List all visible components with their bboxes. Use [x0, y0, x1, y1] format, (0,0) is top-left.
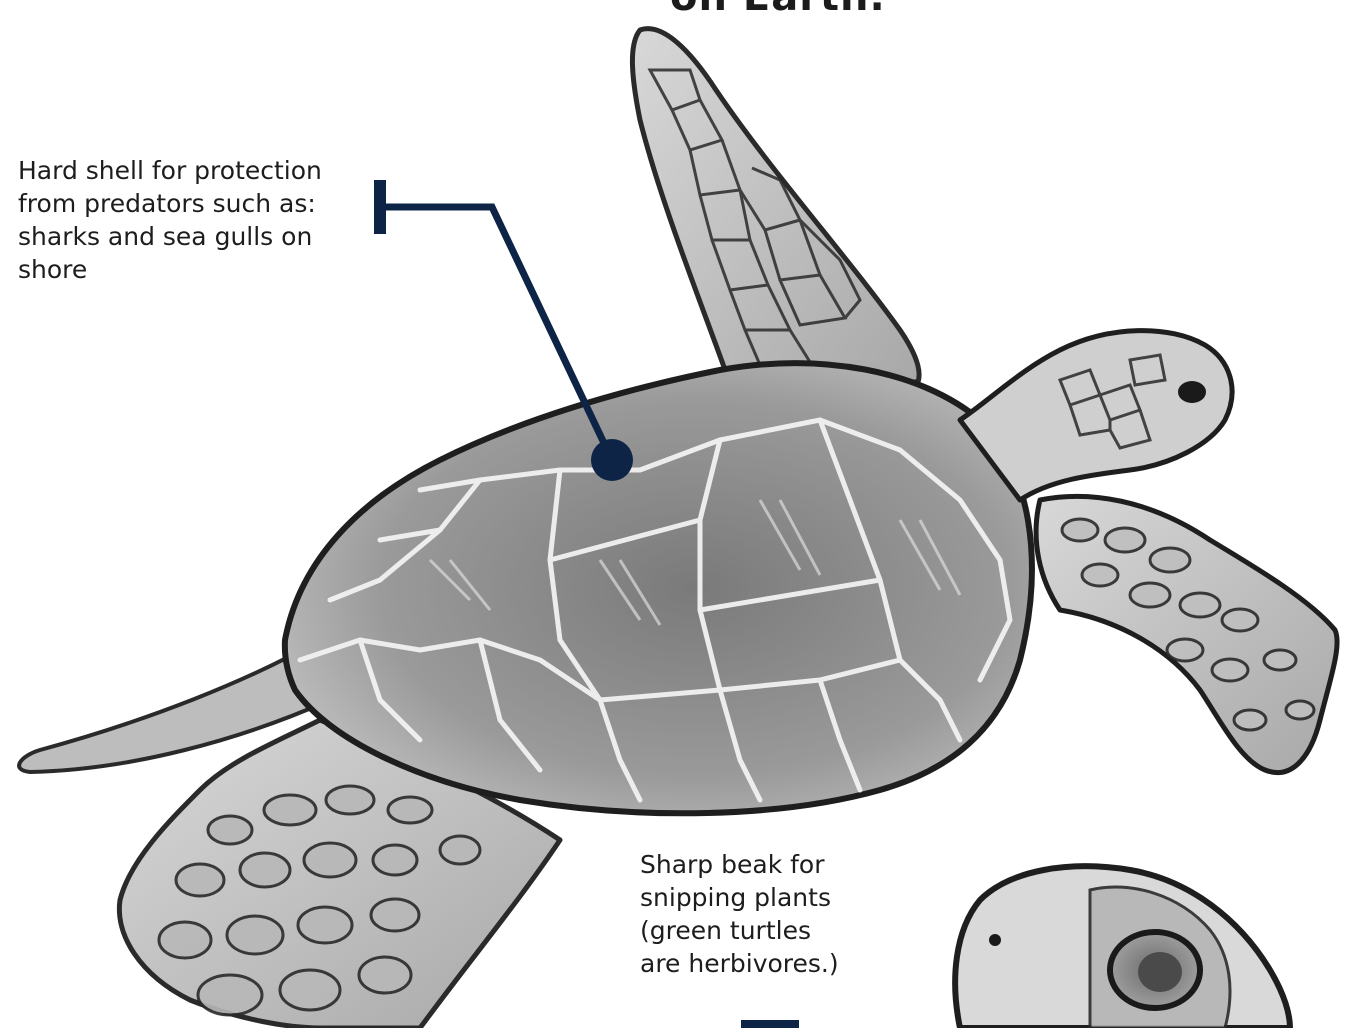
shell — [285, 363, 1032, 813]
beak-annotation: Sharp beak for snipping plants (green tu… — [640, 848, 880, 980]
turtle-eye — [1178, 381, 1206, 403]
shell-annotation: Hard shell for protection from predators… — [18, 154, 368, 286]
head-closeup-inset — [955, 866, 1290, 1028]
beak-callout-bracket — [741, 1020, 799, 1028]
shell-callout-dot — [591, 439, 633, 481]
head — [960, 331, 1232, 500]
beak-callout — [741, 1020, 799, 1028]
closeup-nostril — [989, 934, 1001, 946]
front-flipper-lower — [1036, 496, 1337, 772]
front-flipper-upper — [632, 29, 919, 382]
